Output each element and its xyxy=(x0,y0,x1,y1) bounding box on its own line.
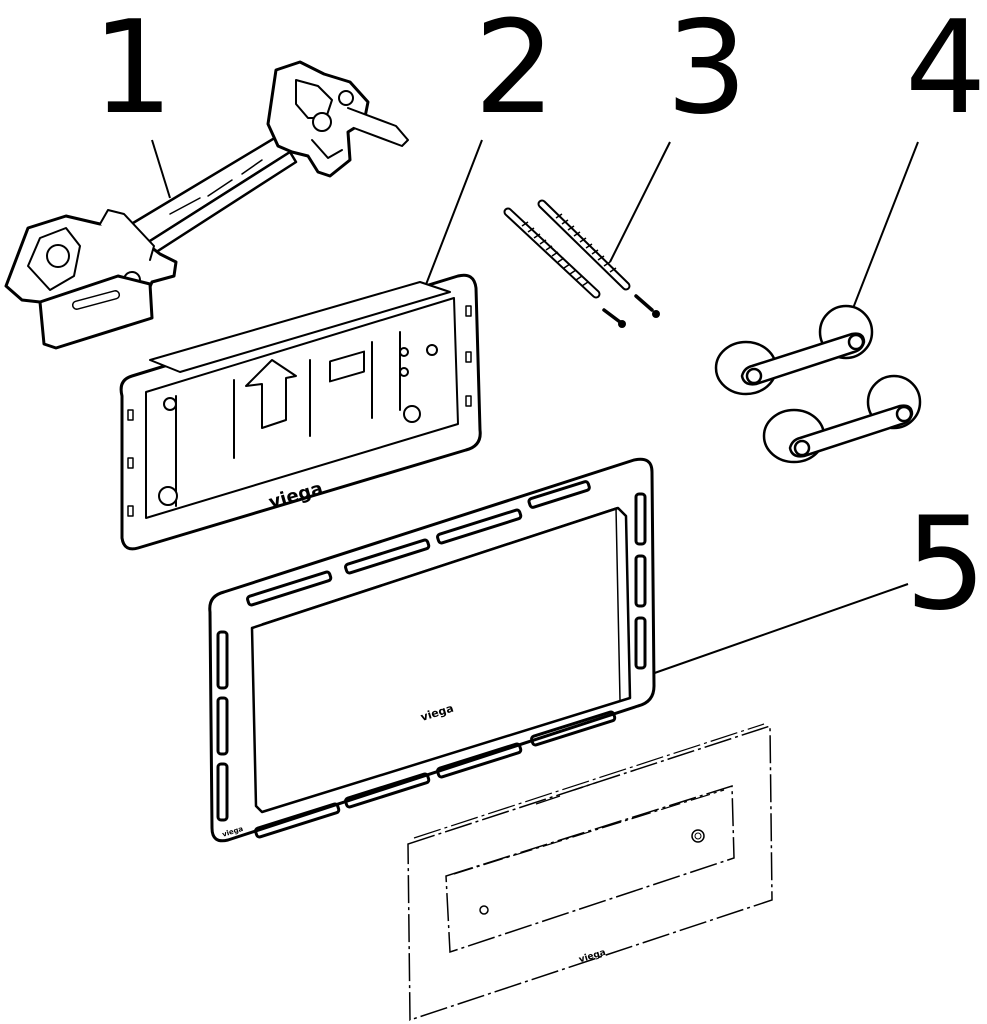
threaded-rod-b xyxy=(537,199,631,291)
callout-number-5: 5 xyxy=(905,490,986,639)
leader-line-1 xyxy=(151,139,171,199)
leader-line-4 xyxy=(849,141,919,317)
part-1-actuator-mechanism xyxy=(4,60,409,350)
leader-line-5 xyxy=(645,583,909,677)
leader-line-3 xyxy=(609,141,671,263)
callout-number-1: 1 xyxy=(92,0,173,143)
callout-number-3: 3 xyxy=(666,0,747,143)
callout-number-4: 4 xyxy=(905,0,986,143)
part-3-threaded-rods-and-screws xyxy=(503,199,660,328)
cover-frame-slots xyxy=(216,480,647,839)
flush-plate-outline: viega xyxy=(407,723,773,1022)
part-5-cover-frame: viega viega xyxy=(208,457,656,843)
part-2-mounting-frame: viega xyxy=(119,273,482,551)
callout-number-2: 2 xyxy=(474,0,555,143)
spacer-bracket-upper xyxy=(714,304,874,396)
spacer-bracket-lower xyxy=(762,374,922,464)
threaded-rod-a xyxy=(503,207,601,299)
part-4-spacer-brackets xyxy=(714,304,922,464)
screw-b xyxy=(634,294,660,318)
screw-a xyxy=(602,308,626,328)
leader-line-2 xyxy=(419,139,483,301)
